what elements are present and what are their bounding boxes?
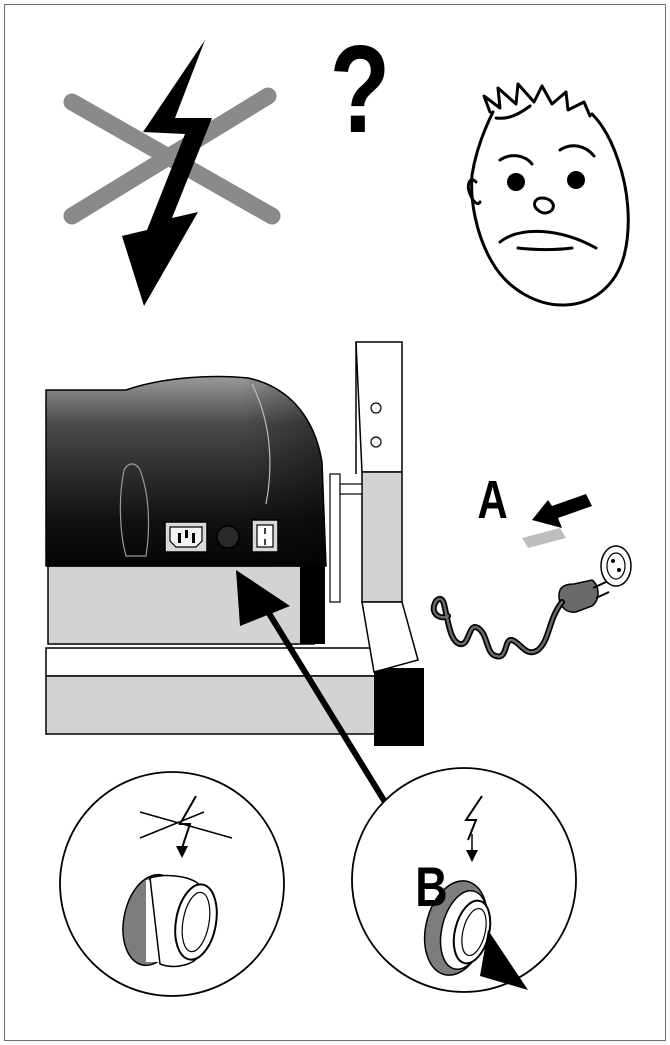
reset-button-on-housing (216, 525, 240, 549)
wall-socket-icon (600, 545, 632, 587)
lightning-bolt-icon (122, 40, 212, 306)
plug-disconnect-icon (430, 494, 632, 660)
device-housing (45, 375, 327, 645)
confused-face-icon (466, 82, 630, 307)
reset-button-released-icon (122, 873, 218, 968)
power-inlet (164, 521, 208, 553)
press-arrow-icon (480, 930, 528, 990)
cross-line-2 (63, 87, 277, 225)
disconnect-arrow-icon (532, 494, 592, 528)
circle-detail-no-power (59, 771, 285, 997)
small-lightning-crossed-icon (139, 795, 233, 858)
button-label-b: B (415, 855, 447, 918)
circle-detail-power-on (351, 767, 577, 993)
question-mark-label: ? (330, 19, 391, 158)
diagram-frame (4, 4, 666, 1041)
small-lightning-icon (464, 795, 483, 862)
no-power-icon (63, 40, 281, 306)
reset-button-pressed-icon (423, 880, 492, 976)
rocker-switch (251, 519, 279, 553)
plug-label-a: A (477, 470, 507, 530)
plug-icon (558, 579, 599, 613)
